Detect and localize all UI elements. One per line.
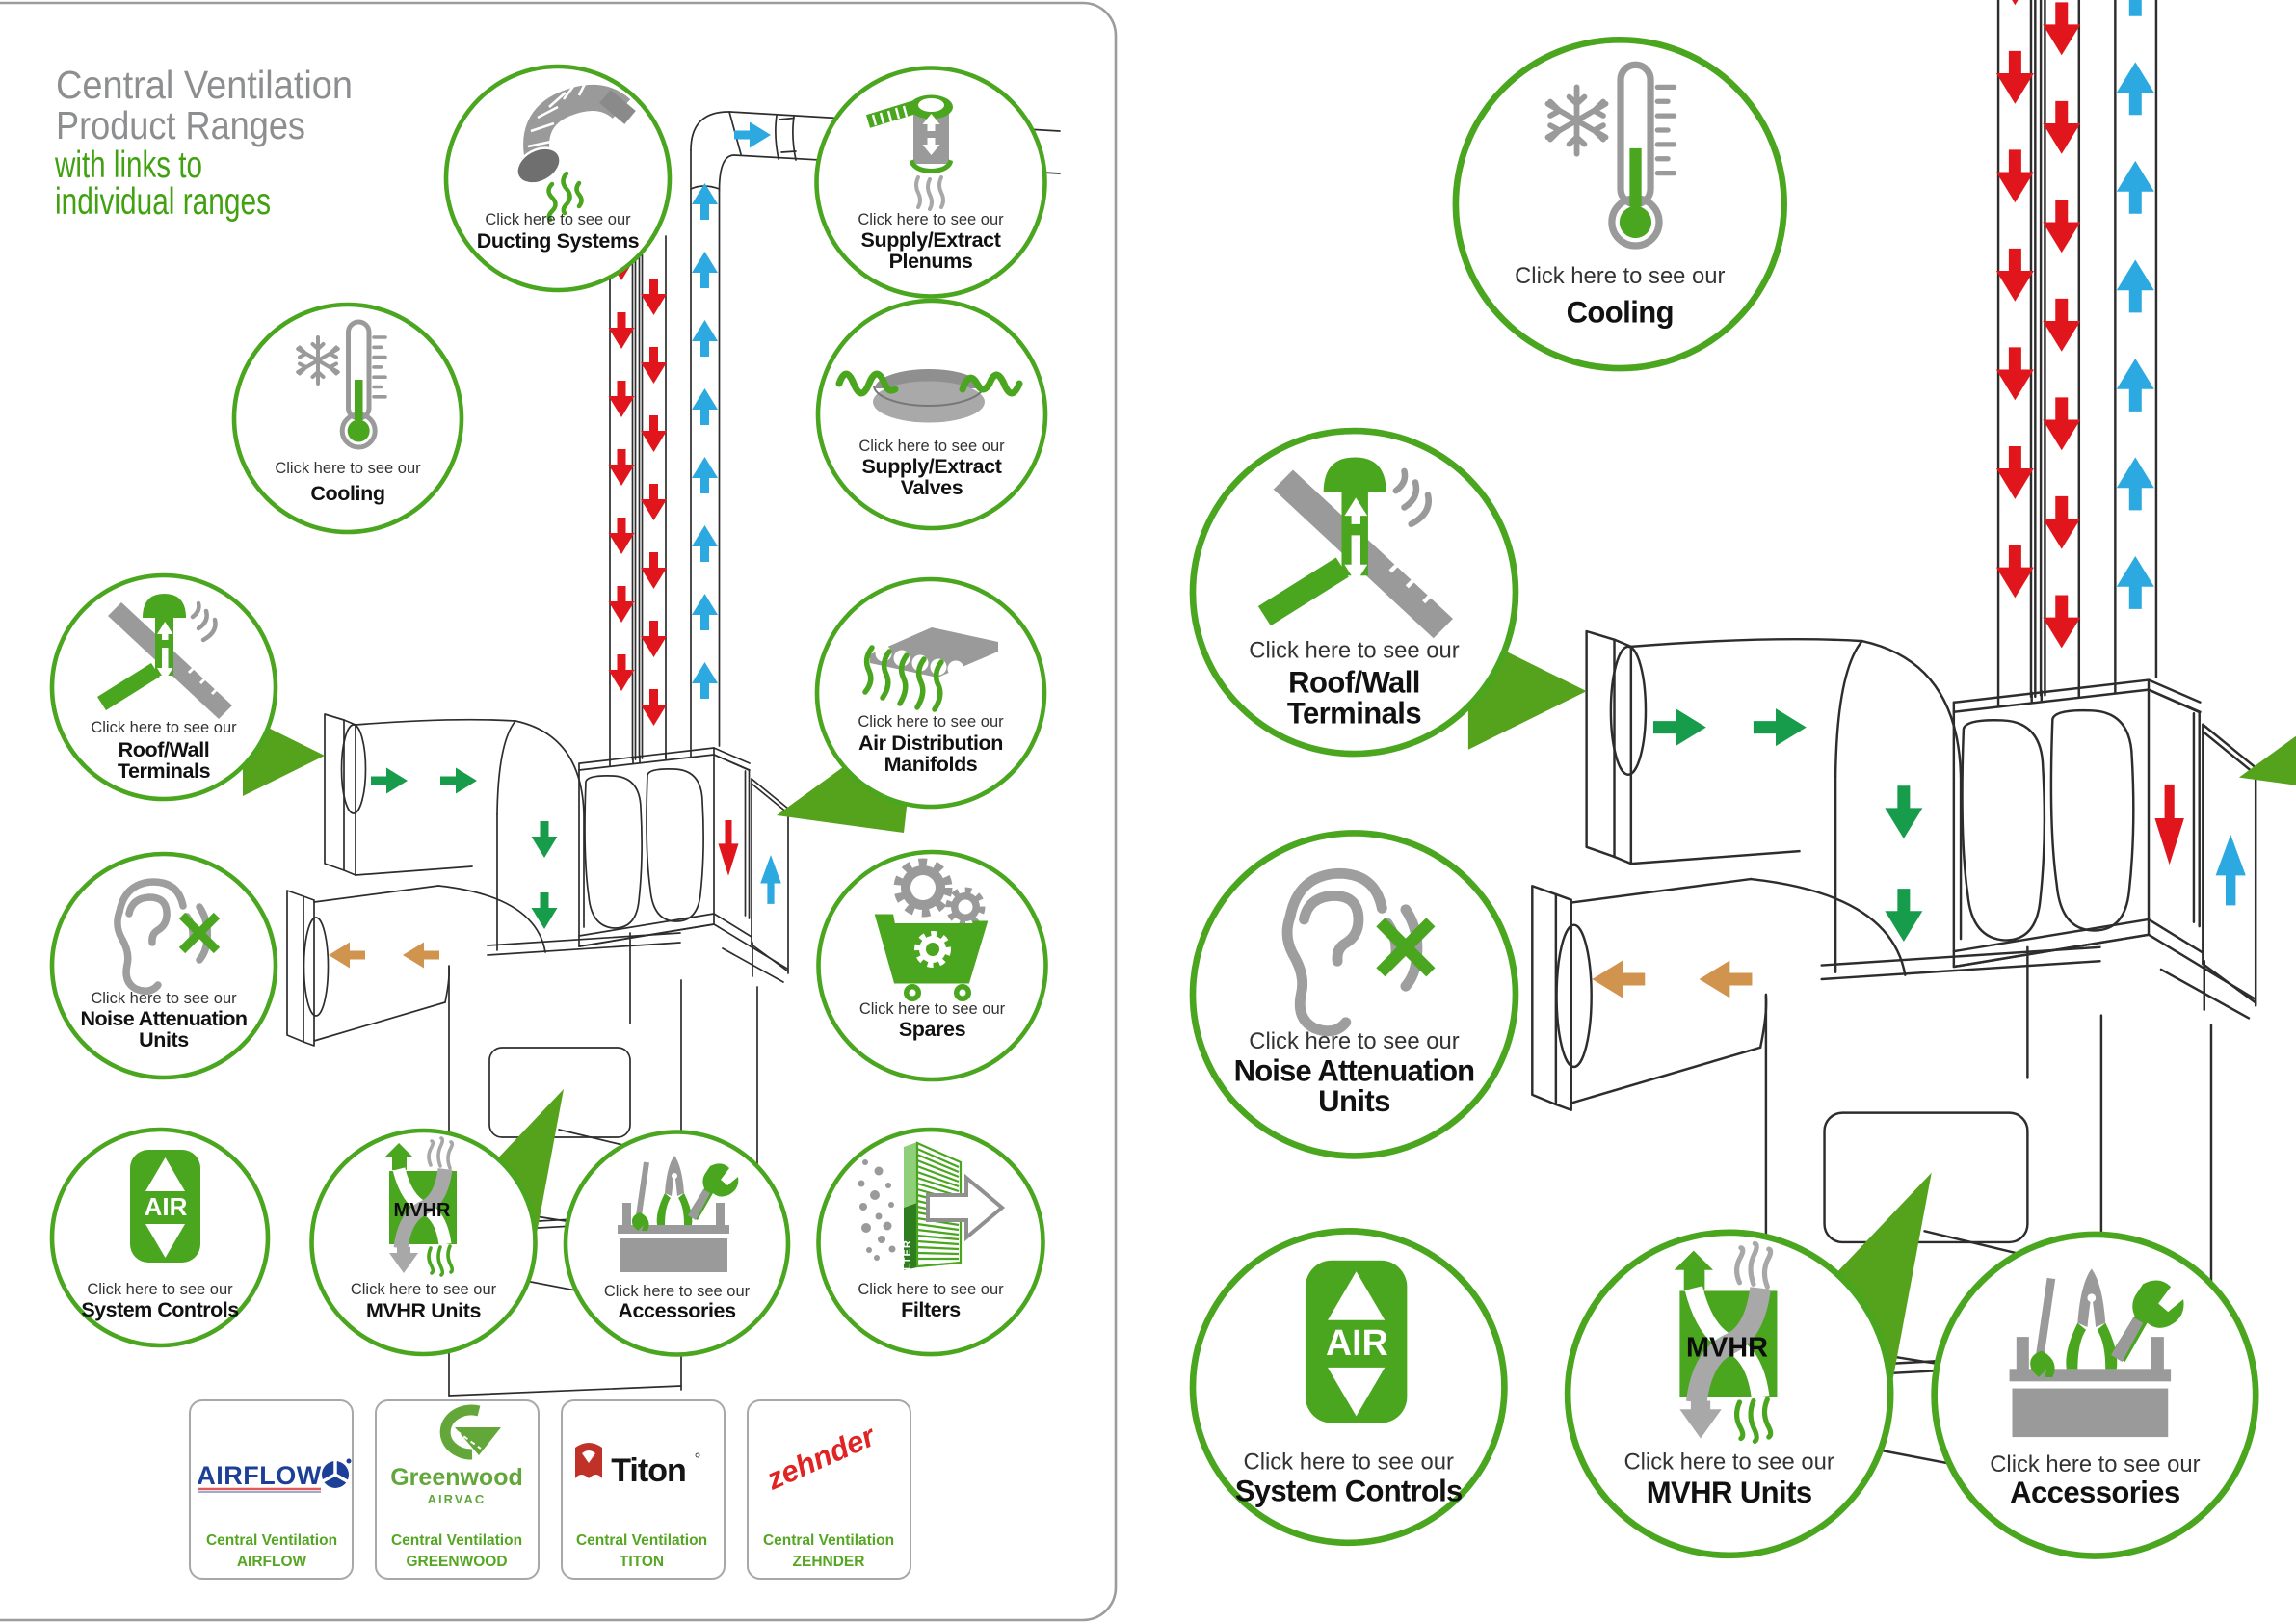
svg-text:AIRFLOW: AIRFLOW bbox=[197, 1461, 321, 1490]
svg-text:Central Ventilation: Central Ventilation bbox=[391, 1532, 522, 1549]
svg-text:ZEHNDER: ZEHNDER bbox=[793, 1554, 865, 1570]
svg-text:with links to: with links to bbox=[54, 145, 202, 186]
svg-text:Central Ventilation: Central Ventilation bbox=[763, 1532, 894, 1549]
svg-text:Titon: Titon bbox=[611, 1452, 685, 1489]
svg-text:Product Ranges: Product Ranges bbox=[56, 103, 305, 147]
svg-text:Central Ventilation: Central Ventilation bbox=[206, 1532, 337, 1549]
svg-text:TITON: TITON bbox=[620, 1554, 664, 1570]
svg-text:Greenwood: Greenwood bbox=[390, 1464, 523, 1491]
svg-text:GREENWOOD: GREENWOOD bbox=[406, 1554, 507, 1570]
svg-text:AIRVAC: AIRVAC bbox=[428, 1492, 487, 1506]
svg-text:Central Ventilation: Central Ventilation bbox=[576, 1532, 707, 1549]
svg-text:Central Ventilation: Central Ventilation bbox=[56, 63, 353, 107]
svg-text:individual ranges: individual ranges bbox=[55, 181, 271, 223]
svg-text:AIRFLOW: AIRFLOW bbox=[237, 1554, 307, 1570]
